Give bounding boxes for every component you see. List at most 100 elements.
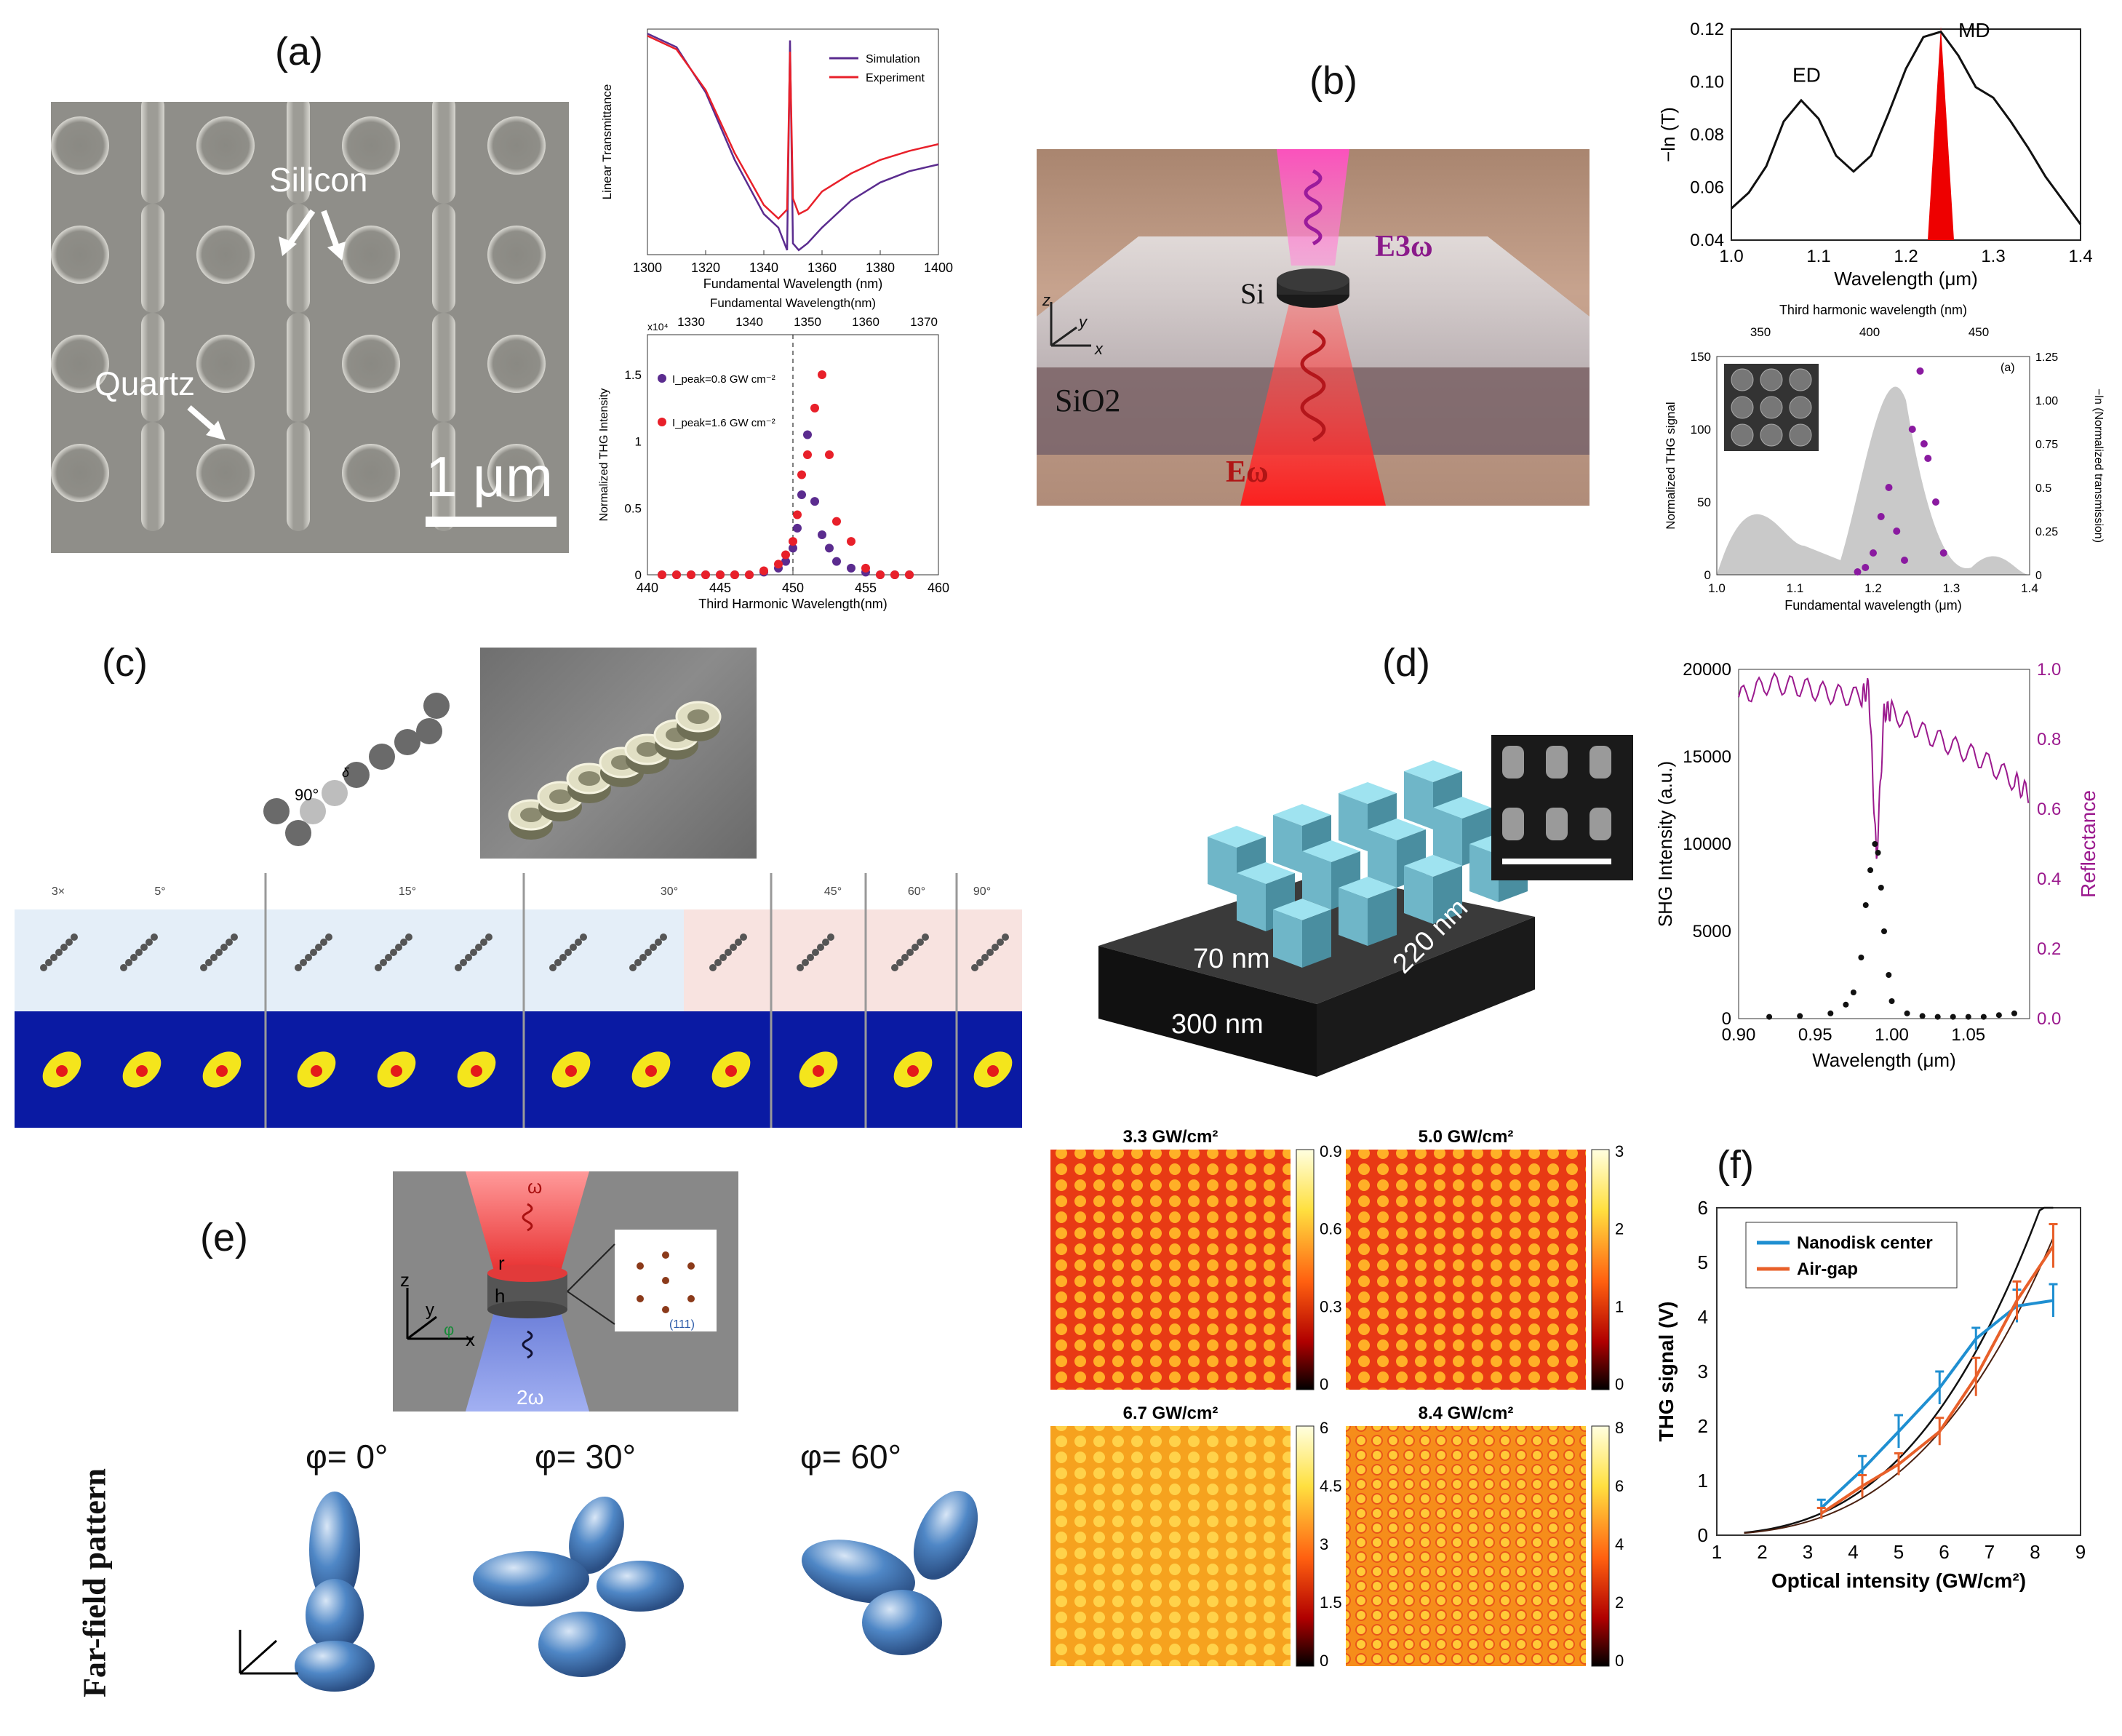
plot-frame	[647, 28, 939, 255]
shg-point	[1980, 1014, 1987, 1020]
y-tick-label: 50	[1697, 495, 1711, 509]
shg-point	[1886, 972, 1892, 978]
top-tick-label: 1360	[852, 315, 879, 329]
data-point	[810, 497, 819, 506]
shg-point	[2011, 1010, 2017, 1016]
y-axis-label: SHG Intensity (a.u.)	[1654, 761, 1676, 927]
x-tick-label: 3	[1803, 1541, 1813, 1563]
silicon-disk	[51, 335, 109, 393]
colorbar-tick: 6	[1615, 1477, 1624, 1495]
y-tick-label: 100	[1691, 423, 1711, 437]
silicon-disk	[51, 116, 109, 175]
ring-hole	[578, 771, 600, 786]
y-tick-label: 6	[1698, 1197, 1708, 1219]
scene-x-axis-label: x	[1095, 340, 1103, 358]
field-map-hotspot	[42, 1051, 81, 1088]
shg-point	[1850, 990, 1856, 995]
y-tick-label: 2	[1698, 1415, 1708, 1437]
y-right-tick-label: 0.6	[2037, 800, 2061, 819]
data-point	[658, 570, 666, 579]
scale-bar	[426, 517, 557, 527]
crystal-label: (111)	[669, 1318, 695, 1331]
column-header: 15°	[399, 885, 416, 898]
x-tick-label: 0.95	[1798, 1025, 1832, 1045]
silicon-disk	[487, 116, 546, 175]
x-tick-label: 1.0	[1708, 581, 1726, 595]
y-tick-label: 1	[1698, 1470, 1708, 1492]
data-point	[832, 557, 841, 566]
data-point	[789, 537, 797, 546]
data-point	[818, 530, 826, 539]
data-point	[832, 517, 841, 526]
y-axis-label: Normalized THG Intensity	[598, 389, 610, 522]
corner-label: (a)	[2001, 362, 2015, 374]
far-field-phi-60	[802, 1490, 978, 1655]
y-tick-label: 0.04	[1690, 231, 1724, 250]
x-axis-label: Fundamental wavelength (μm)	[1784, 598, 1961, 613]
y-right-tick-label: 1.00	[2035, 395, 2058, 407]
shg-point	[1875, 850, 1881, 856]
data-point	[905, 570, 914, 579]
field-map-hotspot	[631, 1051, 671, 1088]
field-map-hotspot	[122, 1051, 161, 1088]
colorbar-tick: 0.9	[1320, 1142, 1342, 1160]
x-tick-label: 6	[1939, 1541, 1949, 1563]
panel-b-scene: z y x Si SiO2 E3ω Eω	[1037, 149, 1589, 506]
silicon-bar	[432, 102, 455, 204]
top-tick-label: 350	[1750, 325, 1771, 339]
chain-sketch	[120, 933, 158, 971]
y-tick-label: 0.12	[1690, 20, 1724, 39]
data-point	[1908, 426, 1916, 433]
colorbar-tick: 2	[1615, 1220, 1624, 1238]
ring-hole	[637, 742, 658, 757]
panel-d-schematic: 70 nm 220 nm 300 nm	[1098, 760, 1535, 1077]
omega-label: ω	[527, 1176, 542, 1198]
data-point	[803, 430, 812, 439]
silicon-bar	[141, 422, 164, 531]
data-point	[1854, 568, 1862, 576]
data-point	[687, 570, 695, 579]
shg-point	[1878, 885, 1884, 891]
r-label: r	[498, 1252, 505, 1274]
data-point	[1920, 440, 1928, 447]
y-right-tick-label: 1.0	[2037, 660, 2061, 680]
colorbar-tick: 1	[1615, 1297, 1624, 1315]
colorbar-tick: 3	[1320, 1535, 1328, 1553]
data-point	[730, 570, 739, 579]
data-point	[1893, 527, 1901, 535]
x-tick-label: 7	[1985, 1541, 1995, 1563]
data-point	[793, 510, 802, 519]
y-axis-label: Linear Transmittance	[600, 84, 614, 200]
x-tick-label: 1.1	[1787, 581, 1804, 595]
shg-point	[1888, 998, 1895, 1004]
colorbar-tick: 0	[1320, 1652, 1328, 1670]
ring-hole	[549, 789, 571, 804]
data-point	[825, 544, 834, 553]
panel-a-sem-image: Silicon Quartz 1 μm	[51, 102, 569, 553]
x-tick-label: 1400	[924, 260, 953, 275]
data-point	[781, 550, 790, 560]
y-tick-label: 1.5	[624, 368, 642, 382]
data-point	[847, 537, 855, 546]
data-point	[701, 570, 710, 579]
shg-point	[1827, 1010, 1834, 1016]
data-point	[890, 570, 899, 579]
y-tick-label: 0	[1704, 568, 1711, 582]
colorbar-tick: 4	[1615, 1535, 1624, 1553]
heatmap-title: 5.0 GW/cm²	[1419, 1127, 1514, 1147]
x-tick-label: 440	[637, 581, 658, 595]
top-tick-label: 1330	[677, 315, 705, 329]
shg-point	[1843, 1001, 1849, 1008]
chain-sketch	[629, 933, 667, 971]
sem-array	[51, 102, 546, 531]
phi-0-label: φ= 0°	[306, 1438, 388, 1476]
colorbar-tick: 2	[1615, 1593, 1624, 1612]
silicon-bar	[287, 313, 310, 422]
phi-60-label: φ= 60°	[800, 1438, 902, 1476]
x-tick-label: 1.1	[1806, 247, 1830, 266]
